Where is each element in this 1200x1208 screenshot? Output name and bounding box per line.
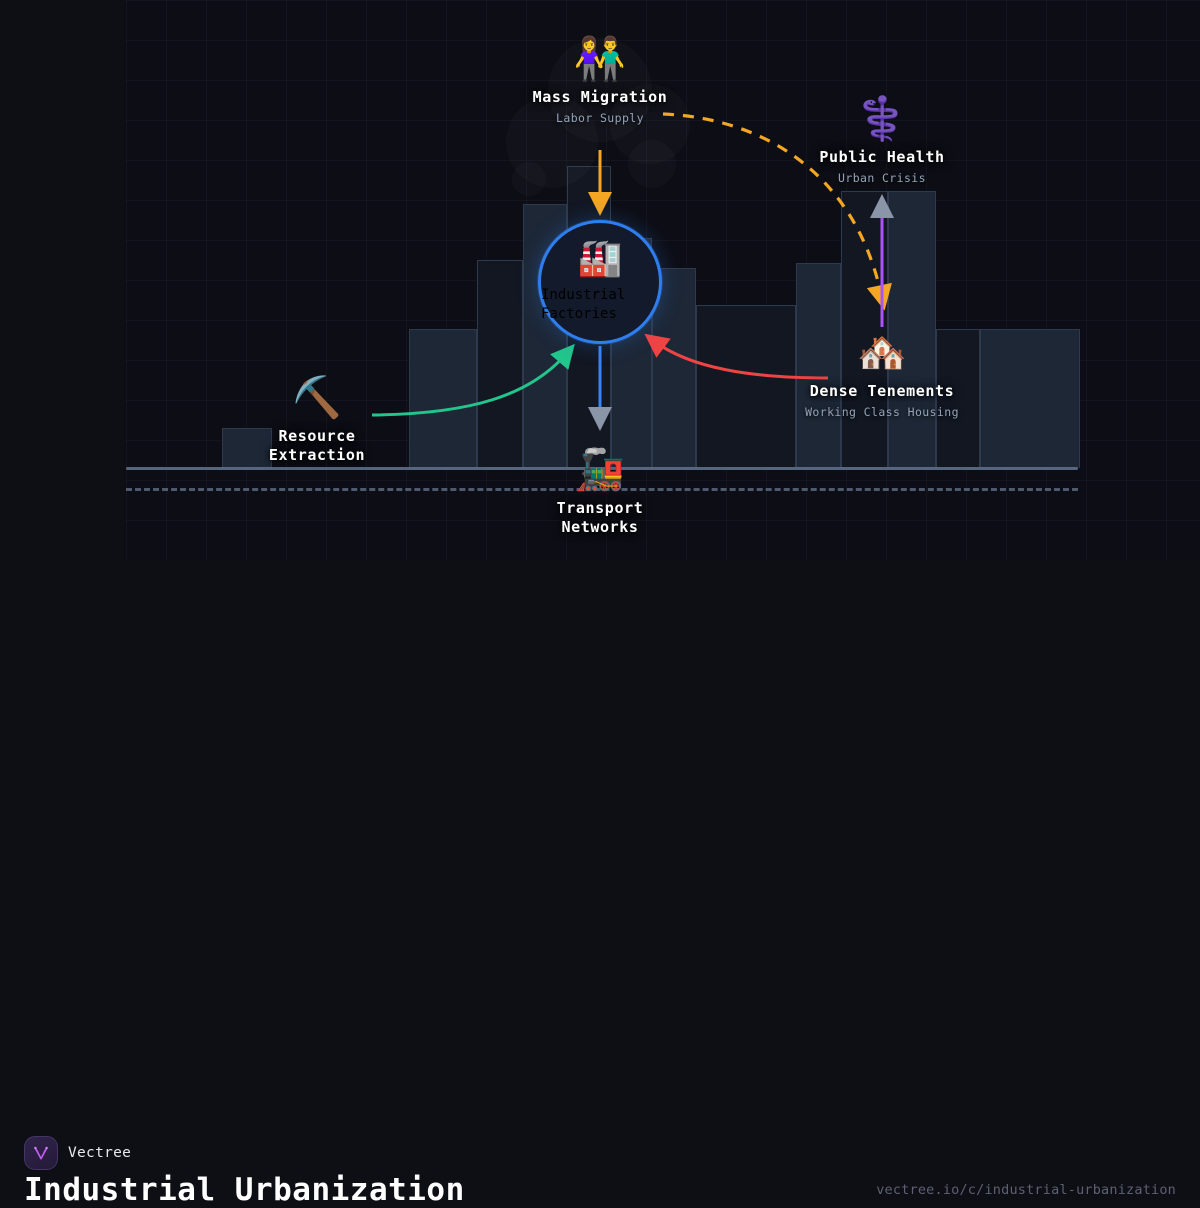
node-title: Transport Networks [556,499,644,537]
locomotive-icon: 🚂 [575,447,625,493]
smoke-puff [512,162,546,196]
node-resource-extraction[interactable]: ⛏️ Resource Extraction [237,378,397,465]
factory-icon: 🏭 [577,238,623,280]
node-public-health[interactable]: ⚕️ Public Health Urban Crisis [782,94,982,186]
pick-icon: ⛏️ [292,375,342,421]
building [696,305,796,468]
brand-name: Vectree [68,1145,132,1161]
smoke-puff [628,140,676,188]
vectree-tree-icon [24,1136,58,1170]
node-transport-networks[interactable]: 🚂 Transport Networks [520,450,680,537]
building [888,191,936,468]
node-mass-migration[interactable]: 👫 Mass Migration Labor Supply [490,34,710,126]
node-title: Industrial Factories [541,287,626,322]
page-title: Industrial Urbanization [24,1172,465,1208]
building [409,329,477,468]
ground-line [126,467,1078,470]
building [477,260,523,468]
node-title: Mass Migration [532,88,668,106]
node-industrial-factories[interactable]: 🏭 Industrial Factories [538,220,662,344]
footer: Vectree Industrial Urbanization vectree.… [0,560,1200,1208]
node-subtitle: Working Class Housing [805,405,959,420]
node-subtitle: Urban Crisis [838,171,926,186]
building [222,428,272,468]
brand[interactable]: Vectree [24,1136,131,1170]
people-holding-hands-icon: 👫 [573,34,627,83]
node-title: Public Health [819,148,945,166]
rail-line [126,488,1078,491]
houses-icon: 🏘️ [857,330,907,376]
node-title: Resource Extraction [268,427,366,465]
node-subtitle: Labor Supply [556,111,644,126]
medical-symbol-icon: ⚕️ [855,94,909,143]
page-url: vectree.io/c/industrial-urbanization [876,1182,1176,1198]
node-dense-tenements[interactable]: 🏘️ Dense Tenements Working Class Housing [782,333,982,419]
node-title: Dense Tenements [809,382,955,400]
building [980,329,1080,468]
building [936,329,980,468]
